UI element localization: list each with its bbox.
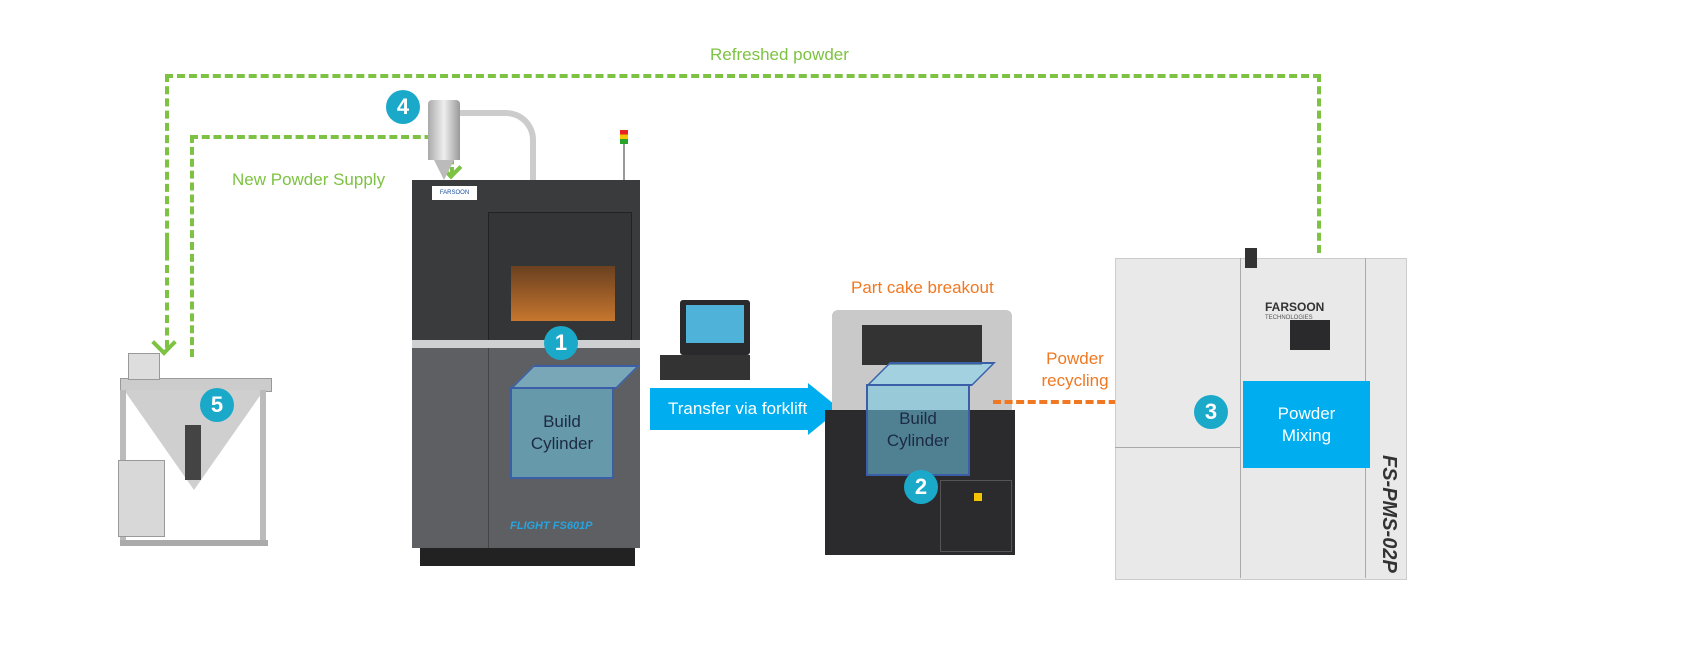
mixer-model: FS-PMS-02P [1378, 455, 1400, 573]
mixer-screen [1290, 320, 1330, 350]
new-powder-supply-label: New Powder Supply [232, 170, 386, 189]
arrow-down-icon [151, 330, 177, 356]
transfer-label: Transfer via forklift [668, 399, 808, 418]
part-cake-breakout-label: Part cake breakout [851, 278, 994, 297]
refreshed-powder-label: Refreshed powder [710, 45, 849, 64]
signal-light [620, 130, 628, 144]
refreshed-powder-line-down [165, 240, 169, 348]
step-badge-3: 3 [1194, 395, 1228, 429]
build-cylinder-1: Build Cylinder [510, 387, 614, 479]
step-badge-5: 5 [200, 388, 234, 422]
refreshed-powder-line [165, 74, 1321, 253]
recycling-arrow [993, 400, 1163, 404]
build-cylinder-2: Build Cylinder [866, 384, 970, 476]
step-badge-4: 4 [386, 90, 420, 124]
farsoon-logo-sub: TECHNOLOGIES [1265, 315, 1313, 321]
printer-brand: FLIGHT FS601P [510, 520, 593, 532]
new-powder-line [190, 135, 456, 357]
step-badge-1: 1 [544, 326, 578, 360]
powder-recycling-label: Powder recycling [1041, 349, 1109, 390]
printer-window [511, 266, 615, 321]
farsoon-logo: FARSOON [1265, 300, 1325, 314]
farsoon-logo: FARSOON [432, 186, 477, 200]
step-badge-2: 2 [904, 470, 938, 504]
powder-mixing-box: Powder Mixing [1243, 381, 1370, 468]
transfer-arrow [650, 388, 810, 430]
